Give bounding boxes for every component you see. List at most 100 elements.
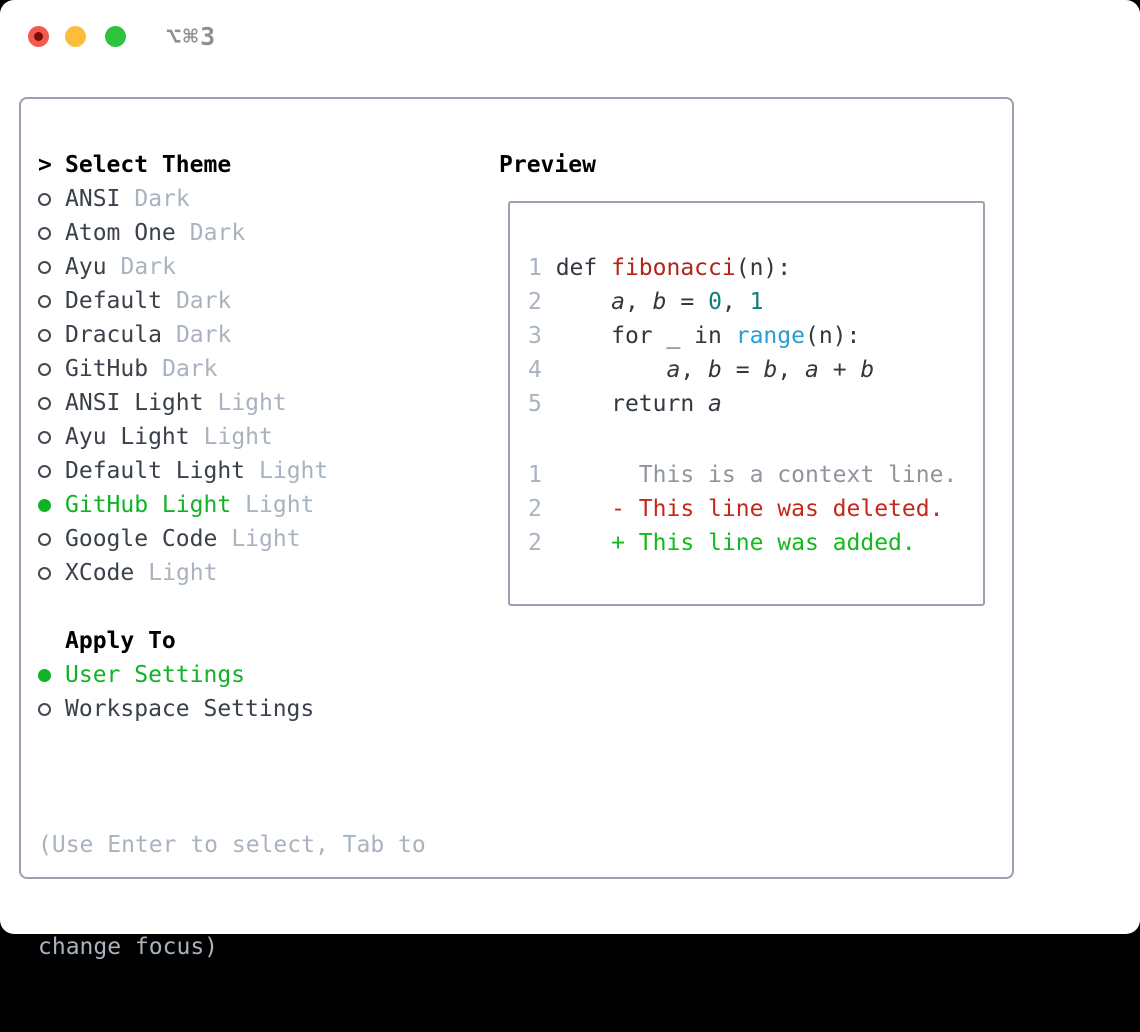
- radio-unselected-icon: [38, 397, 51, 410]
- line-number: 5: [528, 391, 556, 417]
- hint-line-1: (Use Enter to select, Tab to: [38, 828, 426, 862]
- close-dot-icon: [34, 32, 43, 41]
- code-line: 1 def fibonacci(n):: [528, 251, 983, 285]
- code-token: ,: [777, 357, 805, 383]
- hint-text: (Use Enter to select, Tab to change focu…: [38, 760, 426, 1032]
- radio-unselected-icon: [38, 431, 51, 444]
- radio-unselected-icon: [38, 363, 51, 376]
- theme-name: Default: [65, 288, 162, 314]
- code-token: b: [653, 289, 667, 315]
- code-token: ,: [722, 289, 750, 315]
- theme-variant: Light: [148, 560, 217, 586]
- select-theme-title: Select Theme: [65, 152, 231, 178]
- code-token: b: [708, 357, 722, 383]
- theme-name: Ayu Light: [65, 424, 190, 450]
- apply-to-option[interactable]: User Settings: [38, 658, 426, 692]
- code-token: b: [860, 357, 874, 383]
- code-token: [556, 530, 611, 556]
- preview-title: Preview: [499, 148, 596, 182]
- theme-variant: Dark: [134, 186, 189, 212]
- theme-name: ANSI Light: [65, 390, 203, 416]
- radio-unselected-icon: [38, 703, 51, 716]
- radio-selected-icon: [38, 669, 51, 682]
- code-line: 3 for _ in range(n):: [528, 319, 983, 353]
- theme-name: GitHub: [65, 356, 148, 382]
- diff-line: 2 - This line was deleted.: [528, 492, 983, 526]
- code-token: a: [805, 357, 819, 383]
- theme-option[interactable]: Default Dark: [38, 284, 426, 318]
- theme-variant: Light: [204, 424, 273, 450]
- spacer: [38, 635, 51, 648]
- code-token: def: [556, 255, 611, 281]
- code-token: return: [556, 391, 708, 417]
- theme-name: Google Code: [65, 526, 217, 552]
- radio-unselected-icon: [38, 329, 51, 342]
- apply-to-option[interactable]: Workspace Settings: [38, 692, 426, 726]
- theme-name: GitHub Light: [65, 492, 231, 518]
- window-shortcut-label: ⌥⌘3: [166, 22, 217, 51]
- radio-unselected-icon: [38, 193, 51, 206]
- code-token: This is a context line.: [556, 462, 958, 488]
- code-token: - This line was deleted.: [611, 496, 943, 522]
- code-token: (n):: [805, 323, 860, 349]
- radio-selected-icon: [38, 499, 51, 512]
- diff-line: 2 + This line was added.: [528, 526, 983, 560]
- theme-name: XCode: [65, 560, 134, 586]
- code-token: [556, 289, 611, 315]
- code-token: + This line was added.: [611, 530, 916, 556]
- code-token: for _ in: [556, 323, 736, 349]
- theme-variant: Dark: [176, 322, 231, 348]
- code-line: 2 a, b = 0, 1: [528, 285, 983, 319]
- code-token: =: [667, 289, 709, 315]
- theme-variant: Light: [259, 458, 328, 484]
- theme-option[interactable]: XCode Light: [38, 556, 426, 590]
- apply-to-title: Apply To: [65, 628, 176, 654]
- theme-variant: Dark: [121, 254, 176, 280]
- radio-unselected-icon: [38, 295, 51, 308]
- code-token: [556, 496, 611, 522]
- theme-variant: Dark: [176, 288, 231, 314]
- code-token: (n):: [736, 255, 791, 281]
- theme-option[interactable]: Ayu Dark: [38, 250, 426, 284]
- code-token: range: [736, 323, 805, 349]
- minimize-button[interactable]: [65, 26, 86, 47]
- apply-to-name: User Settings: [65, 662, 245, 688]
- code-token: ,: [680, 357, 708, 383]
- code-token: ,: [625, 289, 653, 315]
- line-number: 3: [528, 323, 556, 349]
- theme-option[interactable]: Ayu Light Light: [38, 420, 426, 454]
- line-number: 4: [528, 357, 556, 383]
- theme-name: Ayu: [65, 254, 107, 280]
- line-number: 2: [528, 530, 556, 556]
- hint-line-2: change focus): [38, 930, 426, 964]
- select-theme-header: > Select Theme: [38, 148, 426, 182]
- code-token: 0: [708, 289, 722, 315]
- prompt-icon: >: [38, 152, 51, 178]
- diff-line: 1 This is a context line.: [528, 458, 983, 492]
- code-token: a: [666, 357, 680, 383]
- code-token: fibonacci: [611, 255, 736, 281]
- code-line: 4 a, b = b, a + b: [528, 353, 983, 387]
- code-token: +: [819, 357, 861, 383]
- diff-sample: 1 This is a context line.2 - This line w…: [528, 458, 983, 560]
- line-number: 1: [528, 462, 556, 488]
- radio-unselected-icon: [38, 261, 51, 274]
- close-button[interactable]: [28, 26, 49, 47]
- code-token: =: [722, 357, 764, 383]
- line-number: 1: [528, 255, 556, 281]
- maximize-button[interactable]: [105, 26, 126, 47]
